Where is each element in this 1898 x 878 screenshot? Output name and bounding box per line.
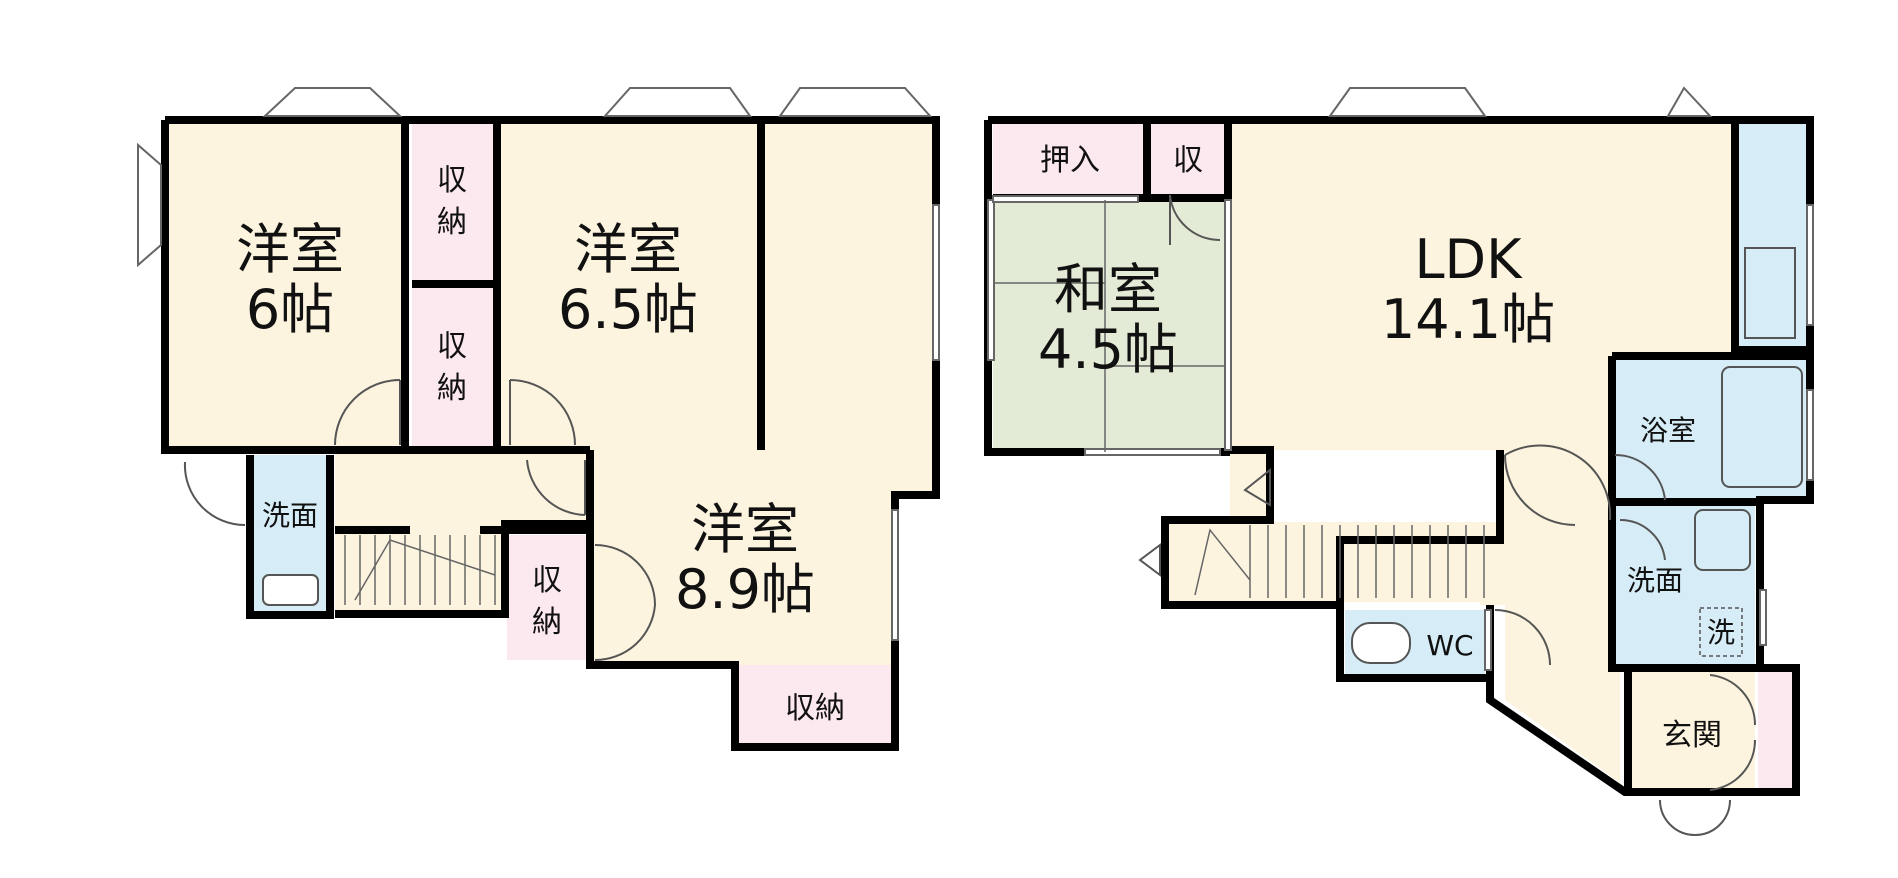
- storage-a-label-1: 収: [437, 163, 467, 198]
- storage-a-label-2: 納: [437, 205, 467, 240]
- shu-label: 収: [1173, 143, 1203, 178]
- storage-c-label-1: 収: [532, 563, 562, 598]
- room-western-6-name: 洋室: [236, 218, 344, 281]
- tatami-fill: [993, 200, 1225, 452]
- toilet: [1351, 622, 1411, 664]
- washroom-2f-label: 洗面: [262, 499, 318, 532]
- shoe-storage-fill: [1758, 670, 1793, 790]
- ldk-size: 14.1帖: [1381, 288, 1555, 351]
- stairs-1f: [1194, 525, 1485, 598]
- storage-b-fill: [412, 288, 493, 446]
- storage-c-fill: [507, 535, 587, 660]
- walls-2f: [161, 116, 940, 751]
- oshiire-fill: [993, 120, 1143, 196]
- washer-space: [1699, 607, 1743, 657]
- sink-fixture: [1744, 247, 1796, 339]
- doors-2f: [183, 379, 656, 662]
- room-western-6-5-size: 6.5帖: [558, 278, 698, 341]
- room-western-6-5-name: 洋室: [574, 218, 682, 281]
- kitchen-fill: [1737, 120, 1807, 350]
- bath-fill: [1615, 360, 1807, 500]
- entrance-fill: [1630, 670, 1755, 790]
- stairs-2f: [344, 535, 496, 605]
- ldk-fill: [1230, 120, 1732, 540]
- storage-b-label-1: 収: [437, 329, 467, 364]
- bath-label: 浴室: [1640, 414, 1696, 447]
- room-western-6-size: 6帖: [246, 278, 334, 341]
- washer-label: 洗: [1707, 616, 1735, 649]
- washroom-1f-fill: [1615, 505, 1755, 665]
- windows-2f: [137, 87, 940, 641]
- storage-d-fill: [735, 665, 895, 747]
- floor-2: 洋室 6帖 洋室 6.5帖 洋室 8.9帖 収 納 収 納 収 納 収納 洗面: [137, 87, 940, 751]
- entrance-label: 玄関: [1662, 718, 1722, 753]
- floor-1: 押入 収 和室 4.5帖 LDK 14.1帖 浴室 洗面 洗 WC 玄関: [984, 86, 1814, 836]
- storage-b-label-2: 納: [437, 371, 467, 406]
- stair-1f-fill: [1165, 522, 1500, 602]
- bathtub: [1721, 366, 1803, 488]
- washbasin-1f: [1694, 509, 1751, 571]
- storage-a-fill: [412, 120, 493, 280]
- doors-1f: [1138, 194, 1757, 836]
- room-western-8-9-size: 8.9帖: [675, 558, 815, 621]
- shu-fill: [1150, 120, 1225, 196]
- room-western-8-9-name: 洋室: [691, 498, 799, 561]
- room-western-6-fill: [165, 120, 405, 450]
- windows-1f: [987, 86, 1814, 671]
- hall-1f-fill: [1480, 450, 1630, 790]
- oshiire-label: 押入: [1040, 143, 1100, 178]
- hallway-fill: [335, 450, 590, 530]
- storage-d-label: 収納: [785, 691, 845, 726]
- tatami-name: 和室: [1054, 258, 1162, 321]
- tatami-lines: [993, 200, 1225, 452]
- washbasin-2f: [262, 574, 319, 606]
- tatami-size: 4.5帖: [1038, 318, 1178, 381]
- ldk-name: LDK: [1414, 228, 1523, 291]
- washroom-1f-label: 洗面: [1627, 564, 1683, 597]
- room-western-6-5-fill: [497, 120, 761, 450]
- wc-label: WC: [1426, 629, 1473, 662]
- storage-c-label-2: 納: [532, 605, 562, 640]
